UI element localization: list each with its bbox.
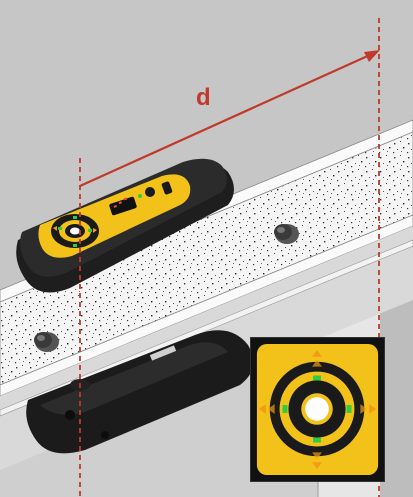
distance-arrowhead (364, 50, 380, 62)
distance-label: d (196, 84, 211, 111)
control-face-inset (250, 337, 385, 482)
detector-device (16, 158, 235, 293)
stud-right (274, 224, 299, 244)
detector-underside (26, 330, 254, 454)
sensor-ring-icon (256, 343, 379, 476)
distance-arrow-line (79, 52, 373, 188)
stud-left (34, 332, 59, 352)
beam-bottom-edge (0, 214, 413, 397)
direction-arrows-icon (258, 349, 377, 470)
beam-speckled-face (0, 131, 413, 386)
